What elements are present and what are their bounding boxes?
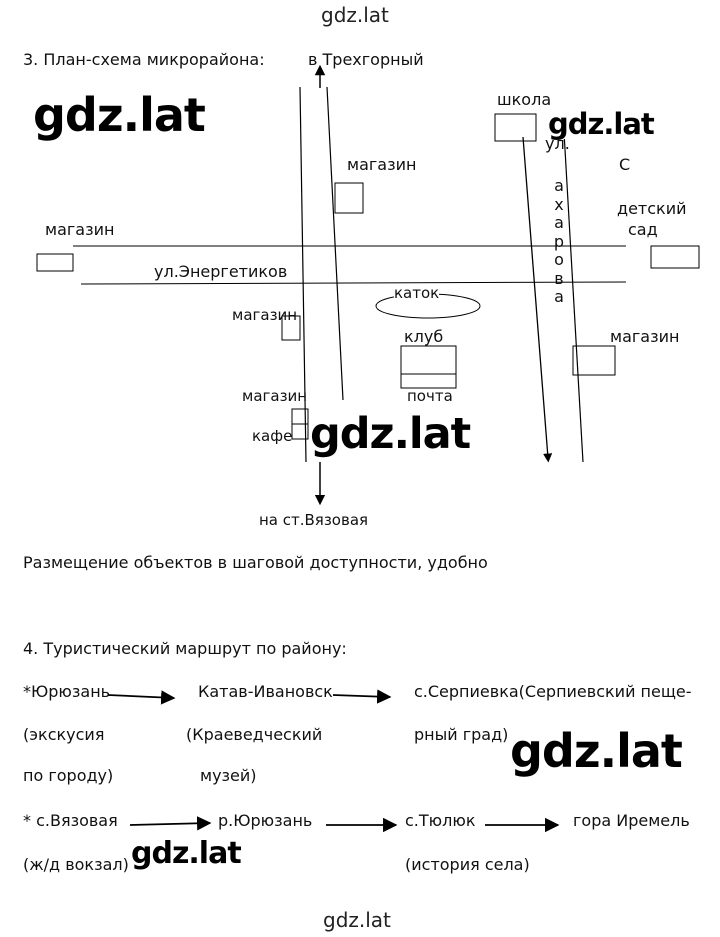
label-shop-top: магазин <box>347 155 417 174</box>
route2-note-a: (ж/д вокзал) <box>23 855 129 874</box>
street-letter: р <box>553 231 565 251</box>
label-street-ul: ул. <box>545 134 570 153</box>
task4-heading: 4. Туристический маршрут по району: <box>23 639 347 658</box>
route1-note-b-line2: музей) <box>200 766 257 785</box>
street-letter: х <box>554 194 564 214</box>
road-energetikov-south <box>80 281 627 285</box>
club-building <box>400 345 457 389</box>
label-kindergarten-line1: детский <box>617 199 687 218</box>
street-letter: в <box>554 268 564 288</box>
road-left-east <box>326 86 344 401</box>
street-letter: о <box>554 250 564 269</box>
watermark-top: gdz.lat <box>321 3 389 27</box>
road-sakharova-east <box>563 131 584 463</box>
label-street-s: С <box>619 155 631 174</box>
shop-mid-building <box>281 315 301 341</box>
shop-left-building <box>36 253 74 272</box>
route2-arrow-1 <box>129 816 212 831</box>
route2-stop-vyazovaya: * с.Вязовая <box>23 811 118 830</box>
route1-note-a-line2: по городу) <box>23 766 114 785</box>
street-letter: а <box>554 176 564 195</box>
task3-conclusion: Размещение объектов в шаговой доступност… <box>23 553 488 572</box>
route1-note-a: (экскусия <box>23 725 105 744</box>
watermark-big-4: gdz.lat <box>510 724 683 778</box>
label-kindergarten-line2: сад <box>628 220 658 239</box>
route2-stop-tyulyuk: с.Тюлюк <box>405 811 476 830</box>
route2-stop-yuryuzan-river: р.Юрюзань <box>218 811 313 830</box>
label-rink: каток <box>394 284 440 302</box>
street-letter: а <box>554 287 564 306</box>
road-sakharova-arrow <box>522 136 553 463</box>
label-club: клуб <box>404 327 444 346</box>
route1-stop-serpievka: с.Серпиевка(Серпиевский пеще- <box>414 682 692 701</box>
label-post: почта <box>407 387 453 405</box>
label-shop-bottom: магазин <box>242 387 308 405</box>
road-left-west <box>299 86 307 463</box>
route1-note-b: (Краеведческий <box>186 725 323 744</box>
label-cafe: кафе <box>252 427 293 445</box>
watermark-big-5: gdz.lat <box>131 836 242 871</box>
watermark-big-2: gdz.lat <box>548 107 655 141</box>
label-shop-mid: магазин <box>232 306 298 324</box>
route1-arrow-2 <box>332 689 392 704</box>
label-to-vyazovaya: на ст.Вязовая <box>259 511 369 529</box>
watermark-big-3: gdz.lat <box>310 409 471 459</box>
route2-stop-iremel: гора Иремель <box>573 811 690 830</box>
route1-note-c: рный град) <box>414 725 509 744</box>
route1-arrow-1 <box>107 690 176 705</box>
label-street-sakharova-vertical: а х а р о в а <box>552 178 566 308</box>
route2-note-c: (история села) <box>405 855 530 874</box>
school-building <box>494 113 537 142</box>
route1-stop-katav: Катав-Ивановск <box>198 682 333 701</box>
label-to-trekhgorny: в Трехгорный <box>308 50 424 69</box>
label-school: школа <box>497 90 552 109</box>
watermark-bottom: gdz.lat <box>323 908 391 932</box>
shop-top-building <box>334 182 364 214</box>
route1-stop-yuryuzan: *Юрюзань <box>23 682 111 701</box>
street-letter: а <box>554 213 564 232</box>
task3-heading: 3. План-схема микрорайона: <box>23 50 265 69</box>
kindergarten-building <box>650 245 700 269</box>
watermark-big-1: gdz.lat <box>33 88 206 142</box>
label-street-energetikov: ул.Энергетиков <box>154 262 288 281</box>
label-shop-left: магазин <box>45 220 115 239</box>
shop-right-building <box>572 345 616 376</box>
label-shop-right: магазин <box>610 327 680 346</box>
